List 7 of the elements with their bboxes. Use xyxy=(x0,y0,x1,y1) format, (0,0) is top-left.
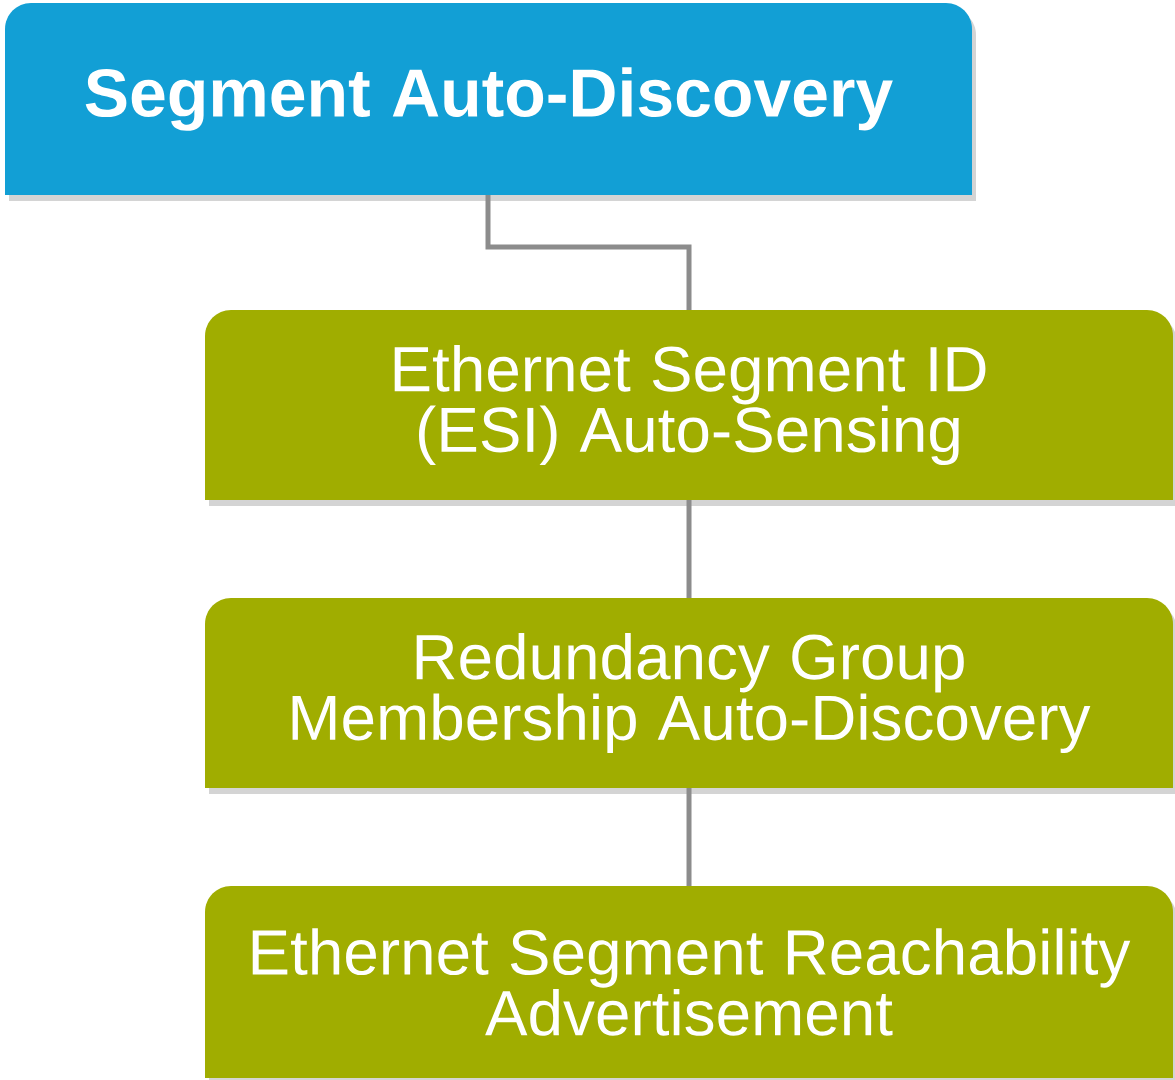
connector-line xyxy=(686,788,692,886)
connector-line xyxy=(485,195,692,310)
process-box: Redundancy Group Membership Auto-Discovery xyxy=(205,598,1175,794)
process-box: Ethernet Segment Reachability Advertisement xyxy=(205,886,1175,1080)
title-box: Segment Auto-Discovery xyxy=(5,3,976,201)
process-box: Ethernet Segment ID (ESI) Auto-Sensing xyxy=(205,310,1175,506)
connector-line xyxy=(686,500,692,598)
